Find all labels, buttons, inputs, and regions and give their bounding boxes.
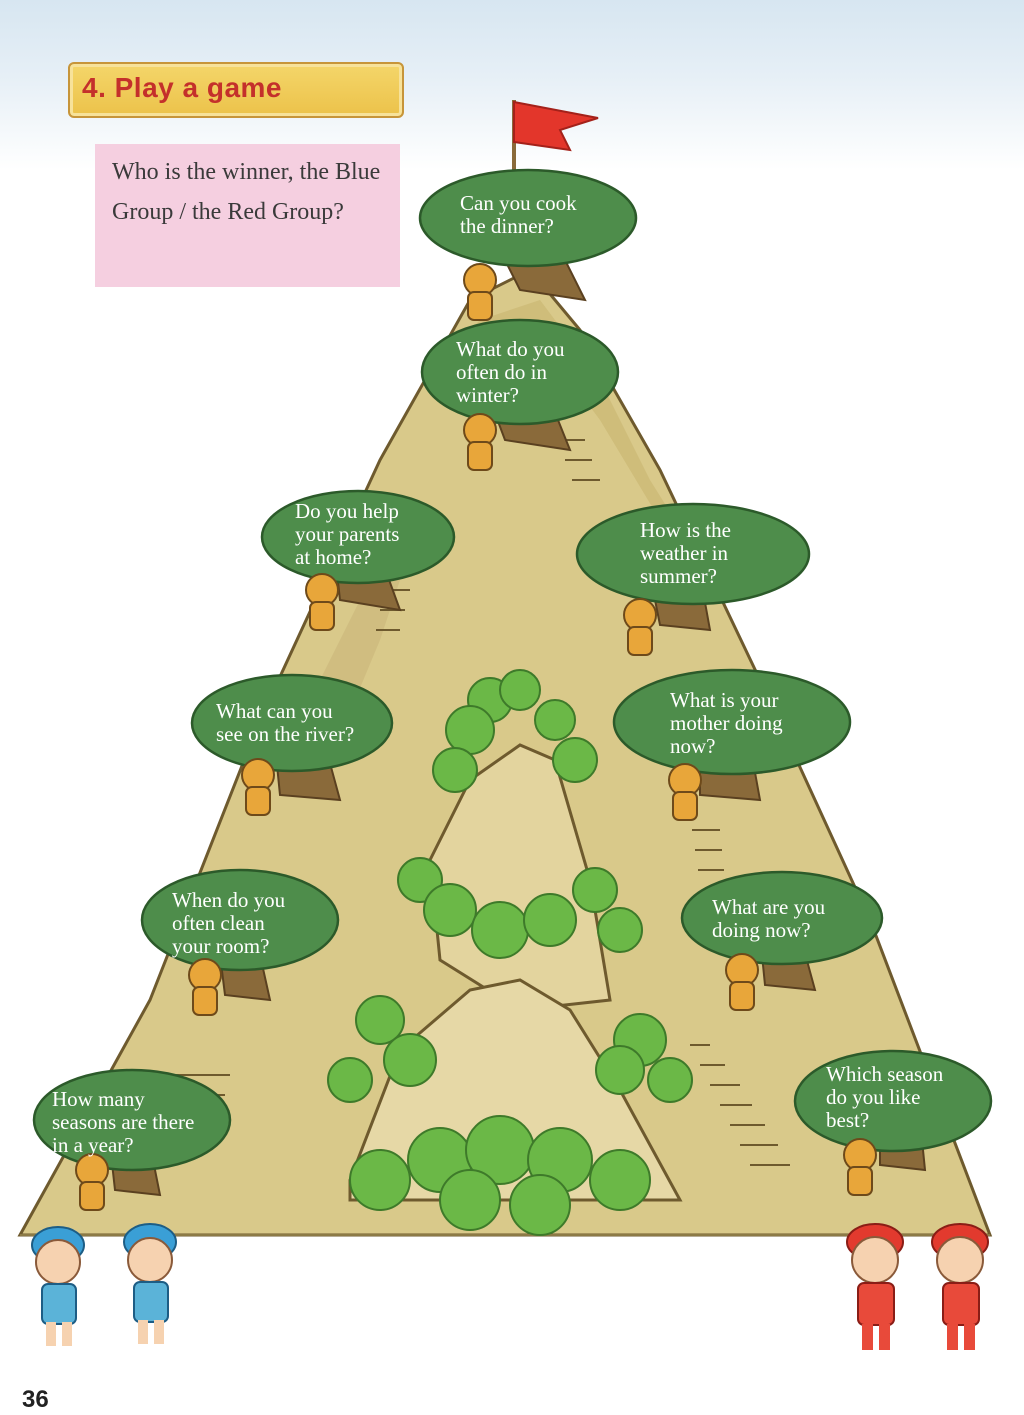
question-bubble-3: Do you help your parents at home? [295,499,400,569]
tree-canopies [32,168,993,1172]
question-bubble-10: Which season do you like best? [826,1062,944,1132]
title-tab [68,62,404,118]
question-bubble-9: How many seasons are there in a year? [52,1087,195,1157]
question-bubble-6: What is your mother doing now? [670,688,783,758]
blue-group-kids [31,1223,177,1346]
question-bubble-2: What do you often do in winter? [456,337,565,407]
prompt-text: Who is the winner, the Blue Group / the … [112,159,381,225]
bushes [327,669,693,1236]
question-bubble-5: What can you see on the river? [216,699,355,746]
red-kid-2 [931,1223,989,1350]
blue-kid-2 [123,1223,177,1344]
prompt-box [95,144,400,287]
question-bubble-4: How is the weather in summer? [640,518,731,588]
question-bubble-1: Can you cook the dinner? [460,191,577,238]
page-number: 36 [22,1386,49,1413]
red-kid-1 [846,1223,904,1350]
flag-icon [513,100,599,152]
question-bubble-8: What are you doing now? [712,895,826,942]
blue-kid-1 [31,1226,85,1346]
red-group-kids [846,1223,989,1350]
question-bubble-7: When do you often clean your room? [172,888,286,958]
section-title: 4. Play a game [82,72,283,103]
tiger-icons [75,263,877,1211]
